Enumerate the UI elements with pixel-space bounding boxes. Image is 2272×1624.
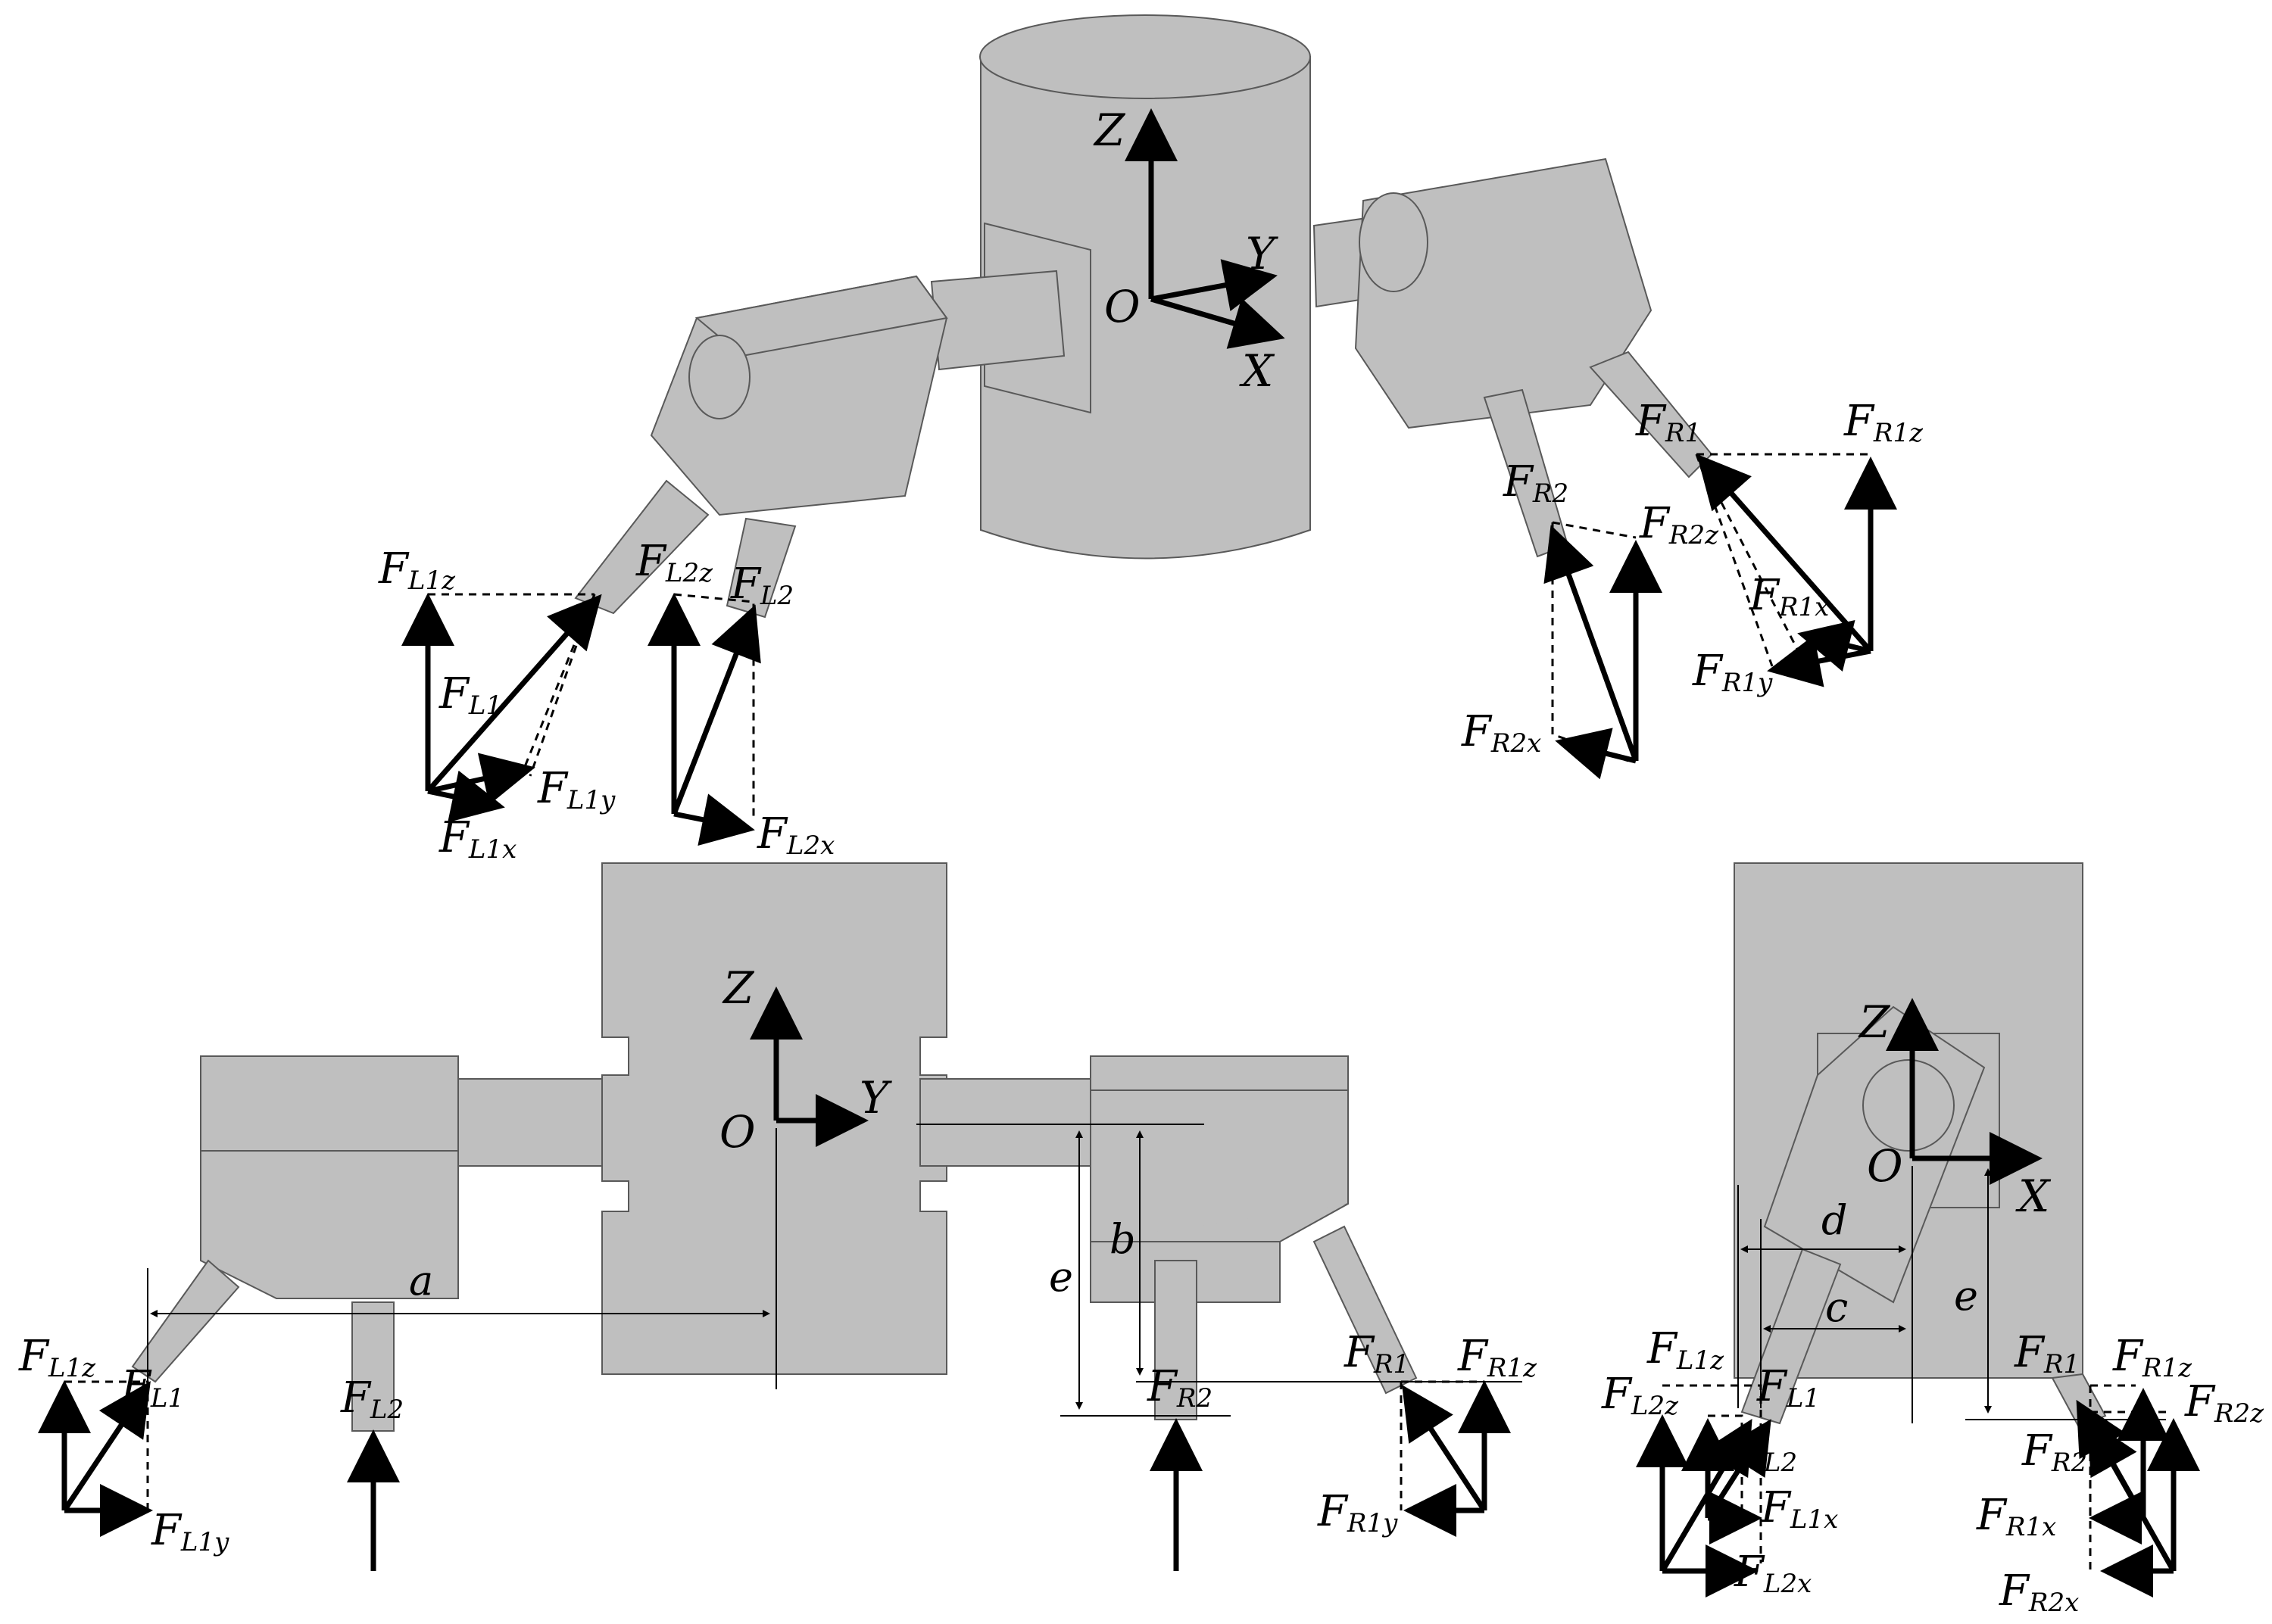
iso-fr2-label: FR2 xyxy=(1503,457,1568,509)
side-fr2z-label: FR2z xyxy=(2184,1377,2264,1429)
iso-cylinder-top xyxy=(979,14,1311,99)
side-fr2-label: FR2 xyxy=(2021,1426,2087,1478)
front-fr1-arrow xyxy=(1402,1385,1487,1512)
iso-right-arm-collar xyxy=(1359,192,1428,292)
front-z-label: Z xyxy=(722,962,755,1014)
front-fl2-label: FL2 xyxy=(340,1373,404,1425)
iso-x-label: X xyxy=(1239,345,1275,397)
iso-fl1z-label: FL1z xyxy=(378,544,456,596)
iso-fr2x-label: FR2x xyxy=(1461,707,1541,759)
front-origin-label: O xyxy=(719,1106,756,1158)
front-right-finger-2 xyxy=(1154,1260,1197,1420)
iso-y-axis xyxy=(1150,259,1278,312)
side-view: Z X O d c e FL1z FL2z xyxy=(1601,862,2264,1618)
iso-fr2-arrow xyxy=(1543,525,1639,762)
iso-fl2-label: FL2 xyxy=(730,560,794,611)
side-x-label: X xyxy=(2015,1170,2052,1222)
side-fl2-label: FL2 xyxy=(1734,1426,1797,1478)
iso-fl1x-arrow xyxy=(427,770,505,823)
iso-fl1x-label: FL1x xyxy=(438,813,517,865)
side-arm-hub xyxy=(1862,1059,1955,1152)
iso-view: Z Y X O FL1z FL1 FL1y FL1x xyxy=(378,14,1924,865)
front-fr1z-label: FR1z xyxy=(1457,1332,1537,1383)
front-right-shaft xyxy=(919,1078,1091,1167)
side-finger xyxy=(1740,1248,1842,1425)
side-fl1-label: FL1 xyxy=(1756,1362,1820,1414)
side-fr2x-label: FR2x xyxy=(1999,1566,2079,1618)
front-y-label: Y xyxy=(860,1072,892,1124)
front-fr2-label: FR2 xyxy=(1147,1362,1212,1414)
dim-a-label: a xyxy=(409,1257,433,1304)
front-fl1-label: FL1 xyxy=(120,1362,184,1414)
iso-fl2-arrow xyxy=(671,604,761,815)
side-fr1x-label: FR1x xyxy=(1976,1491,2056,1542)
front-right-finger-1 xyxy=(1312,1225,1418,1395)
dim-b-label: b xyxy=(1109,1215,1136,1263)
iso-fr1z-label: FR1z xyxy=(1843,397,1924,448)
iso-fl2z-label: FL2z xyxy=(635,537,713,588)
front-fr1y-label: FR1y xyxy=(1317,1487,1398,1538)
front-fr1-label: FR1 xyxy=(1344,1328,1409,1379)
front-left-finger-2 xyxy=(351,1301,395,1432)
side-fl2x-label: FL2x xyxy=(1734,1548,1812,1599)
iso-fr2z-label: FR2z xyxy=(1639,499,1719,550)
front-left-arm xyxy=(200,1055,459,1299)
iso-origin-label: O xyxy=(1104,281,1141,332)
iso-x-axis xyxy=(1150,296,1285,349)
side-fl1x-label: FL1x xyxy=(1760,1483,1838,1535)
iso-left-finger-1 xyxy=(574,479,710,615)
iso-left-arm-hole xyxy=(688,335,751,419)
iso-cylinder-body xyxy=(980,56,1311,560)
iso-fl1y-label: FL1y xyxy=(537,764,616,815)
side-fr1-label: FR1 xyxy=(2014,1328,2080,1379)
iso-z-label: Z xyxy=(1093,104,1126,156)
iso-fr1y-label: FR1y xyxy=(1692,647,1773,698)
dim-e-front-label: e xyxy=(1049,1253,1073,1301)
side-origin-label: O xyxy=(1867,1140,1903,1192)
side-z-label: Z xyxy=(1858,996,1891,1048)
front-left-finger-1 xyxy=(131,1259,240,1383)
dim-e-side-label: e xyxy=(1954,1272,1978,1320)
front-fl1z-label: FL1z xyxy=(18,1332,96,1383)
iso-left-finger-2 xyxy=(726,517,797,619)
dim-c-label: c xyxy=(1825,1283,1848,1331)
dim-d-label: d xyxy=(1821,1196,1848,1244)
iso-fr1y-arrow xyxy=(1767,634,1871,687)
iso-right-arm-box xyxy=(1354,157,1653,429)
side-fl1z-label: FL1z xyxy=(1646,1324,1724,1376)
side-fl2z-label: FL2z xyxy=(1601,1370,1679,1421)
iso-fl1-label: FL1 xyxy=(438,669,502,721)
iso-fl2x-arrow xyxy=(673,793,755,846)
front-fl1-arrow xyxy=(62,1381,151,1512)
iso-left-shaft xyxy=(930,270,1066,371)
iso-fl2x-label: FL2x xyxy=(757,809,835,861)
iso-fr2x-arrow xyxy=(1555,728,1637,780)
iso-y-label: Y xyxy=(1246,228,1278,279)
front-right-arm xyxy=(1090,1055,1349,1303)
side-fr2-arrow xyxy=(2087,1418,2177,1573)
front-view: Z Y O a e b FL1z FL1 FL1y FL2 FR2 FR1 xyxy=(18,862,1537,1571)
front-left-shaft xyxy=(457,1078,603,1167)
iso-fr1-arrow xyxy=(1696,454,1873,653)
iso-fl1-arrow xyxy=(426,594,602,793)
front-fl1y-label: FL1y xyxy=(151,1506,229,1557)
side-fr1z-label: FR1z xyxy=(2112,1332,2192,1383)
iso-fr1x-label: FR1x xyxy=(1749,571,1829,622)
iso-fr1-label: FR1 xyxy=(1635,397,1701,448)
